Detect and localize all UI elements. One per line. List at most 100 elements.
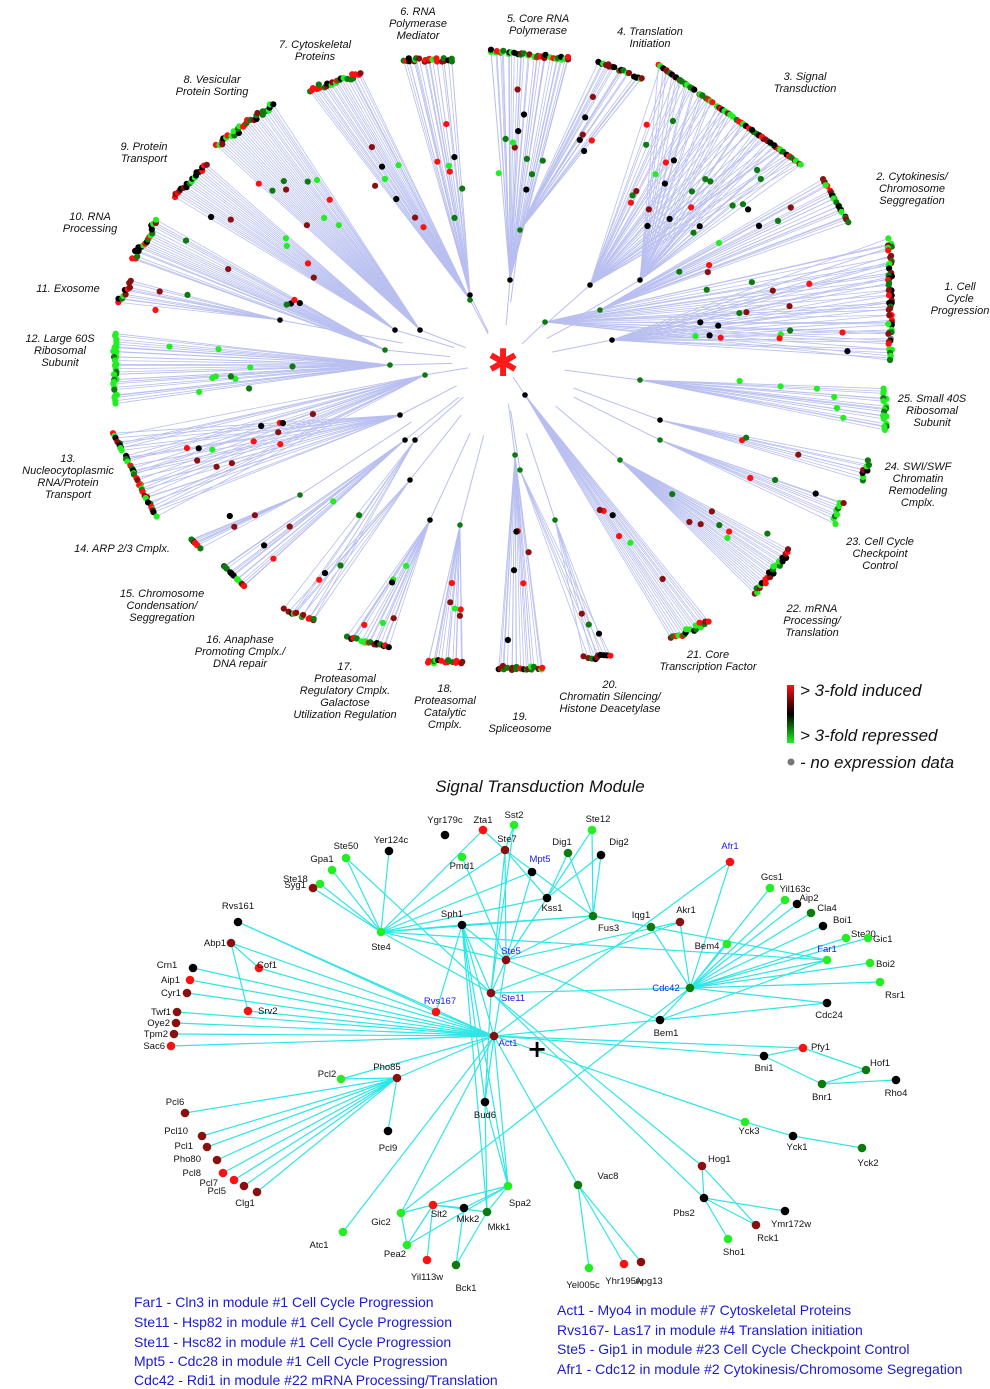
module-gene-node [434, 158, 441, 165]
module-edge [403, 60, 471, 296]
module-edge [147, 239, 386, 351]
module-gene-node [784, 546, 792, 553]
module-edge [140, 374, 426, 486]
module-gene-node [226, 512, 233, 520]
gene-node-ste12 [587, 825, 597, 835]
module-gene-node [152, 306, 159, 314]
gene-label-pho80: Pho80 [174, 1154, 201, 1165]
module-edge [116, 341, 391, 366]
module-edge [589, 110, 726, 286]
gene-node-cdc24 [822, 998, 832, 1008]
module-edge [589, 94, 700, 286]
interaction-notes-right: Act1 - Myo4 in module #7 Cytoskeletal Pr… [557, 1302, 962, 1377]
module-gene-node [303, 222, 310, 229]
hub-edge [505, 279, 511, 326]
module-edge [589, 113, 729, 286]
interaction-edge [400, 1035, 495, 1214]
module-gene-node [659, 575, 666, 583]
interaction-edge [493, 1035, 509, 1187]
interaction-edge [802, 1047, 867, 1071]
module-gene-node [192, 540, 199, 547]
module-gene-node [231, 523, 238, 530]
module-hub-node [402, 437, 408, 443]
module-edge [544, 306, 891, 323]
interaction-edge [505, 897, 548, 961]
hub-edge [507, 403, 516, 456]
module-edge [155, 219, 386, 351]
module-gene-node [715, 239, 723, 247]
interaction-edge [659, 959, 828, 1021]
module-edge [459, 524, 463, 662]
module-gene-node [112, 400, 119, 407]
module-edge [509, 57, 551, 281]
module-hub-node [467, 292, 473, 298]
module-edge [351, 74, 471, 301]
module-gene-node [443, 121, 450, 128]
hub-edge [525, 432, 556, 521]
module-gene-node [806, 280, 813, 287]
module-edge [524, 394, 700, 623]
module-gene-node [776, 335, 783, 342]
module-gene-node [335, 222, 342, 229]
module-edge [360, 72, 471, 301]
gene-node-aip2 [792, 899, 802, 909]
module-gene-node [378, 163, 386, 170]
module-edge [313, 479, 411, 621]
interaction-edge [504, 849, 548, 899]
module-edge [113, 350, 391, 366]
gene-label-far1: Far1 [817, 944, 837, 955]
module-gene-node [209, 446, 216, 453]
module-gene-node [502, 135, 509, 142]
module-hub-node [609, 337, 615, 343]
hub-edge [564, 369, 641, 381]
module-gene-node [293, 609, 300, 616]
gene-node-pfy1 [798, 1043, 808, 1053]
module-label-14: 14. ARP 2/3 Cmplx. [74, 543, 170, 555]
module-gene-node [356, 512, 363, 519]
module-edge [135, 258, 386, 351]
interaction-edge [189, 979, 495, 1037]
module-gene-node [447, 599, 454, 606]
module-gene-node [515, 128, 522, 135]
gene-node-pho85 [392, 1073, 402, 1083]
gene-node-twf1 [172, 1007, 182, 1017]
module-edge [544, 321, 889, 325]
module-gene-node [215, 346, 222, 353]
gene-label-syg1: Syg1 [284, 880, 306, 891]
interaction-edge [256, 1077, 398, 1193]
hub-edge [279, 319, 403, 344]
module-gene-node [520, 580, 527, 587]
gene-label-ste20: Ste20 [851, 929, 876, 940]
gene-label-pcl6: Pcl6 [166, 1097, 184, 1108]
interaction-notes-left: Far1 - Cln3 in module #1 Cell Cycle Prog… [134, 1294, 498, 1388]
module-gene-node [393, 195, 400, 203]
gene-label-ymr172w: Ymr172w [771, 1219, 811, 1230]
gene-node-ste4 [376, 927, 386, 937]
interaction-edge [455, 1207, 465, 1266]
module-label-11: 11. Exosome [36, 283, 99, 295]
interaction-edge [577, 1184, 590, 1269]
module-edge [639, 379, 885, 413]
module-edge [133, 414, 401, 474]
interaction-edge [591, 829, 594, 917]
module-hub-node [597, 307, 603, 313]
module-gene-node [748, 279, 756, 286]
gene-label-aip1: Aip1 [161, 975, 180, 986]
module-gene-node [638, 75, 645, 82]
module-gene-node [208, 213, 215, 221]
module-edge [554, 519, 601, 656]
interaction-edge [490, 992, 703, 1167]
interaction-edge [744, 1121, 794, 1137]
module-gene-node [844, 348, 851, 355]
module-edge [509, 57, 559, 281]
module-edge [509, 56, 562, 281]
module-edge [619, 459, 787, 559]
module-gene-node [203, 161, 210, 168]
module-edge [130, 280, 281, 321]
gene-label-cdc42: Cdc42 [652, 983, 679, 994]
module-hub-node [517, 227, 523, 233]
gene-label-rvs161: Rvs161 [222, 901, 254, 912]
